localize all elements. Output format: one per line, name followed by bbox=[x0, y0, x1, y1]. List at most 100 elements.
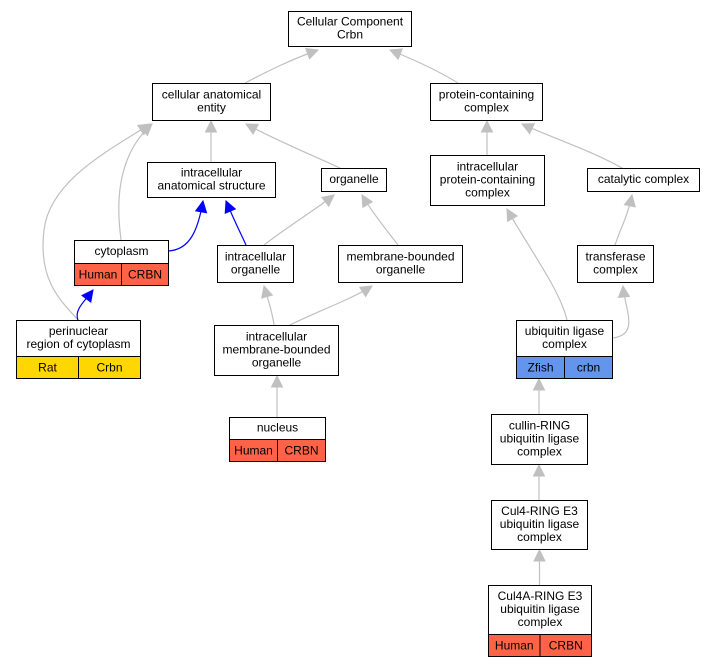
annotation-tag-label: Human bbox=[234, 444, 273, 458]
node-box[interactable] bbox=[488, 585, 592, 635]
edge-organelle-to-cellular_anatomical_entity bbox=[245, 123, 341, 169]
node-label-line: catalytic complex bbox=[598, 172, 689, 186]
annotation-tag-label: Zfish bbox=[527, 361, 553, 375]
annotation-tag-label: Human bbox=[495, 639, 534, 653]
annotation-tag[interactable] bbox=[539, 634, 592, 657]
edge-intracellular_protein_containing_complex-to-protein_containing_complex bbox=[480, 119, 494, 155]
edge-ubiquitin_ligase_complex-to-intracellular_protein_containing_complex bbox=[506, 208, 568, 321]
node-label-line: organelle bbox=[376, 263, 426, 277]
node-label-line: complex bbox=[517, 445, 562, 459]
annotation-tag[interactable] bbox=[564, 356, 613, 379]
annotation-tag[interactable] bbox=[78, 356, 141, 379]
annotation-tag-label: Crbn bbox=[96, 361, 122, 375]
node-label-line: complex bbox=[517, 530, 562, 544]
node-label-line: organelle bbox=[252, 356, 302, 370]
node-label-line: anatomical structure bbox=[157, 179, 265, 193]
node-box[interactable] bbox=[217, 245, 294, 283]
node-label-line: membrane-bounded bbox=[346, 250, 454, 264]
node-label-line: protein-containing bbox=[440, 173, 535, 187]
edge-protein_containing_complex-to-root bbox=[388, 48, 459, 84]
node-box[interactable] bbox=[587, 168, 700, 192]
node-label-line: region of cytoplasm bbox=[26, 337, 130, 351]
annotation-tag[interactable] bbox=[277, 439, 326, 462]
node-box[interactable] bbox=[214, 325, 339, 376]
node-box[interactable] bbox=[147, 162, 276, 198]
edge-perinuclear_region-to-cellular_anatomical_entity bbox=[42, 123, 151, 321]
node-box[interactable] bbox=[430, 83, 543, 121]
annotation-tag-label: Human bbox=[79, 268, 118, 282]
node-label-line: Cul4A-RING E3 bbox=[498, 589, 583, 603]
edge-intracellular_membrane_bounded_organelle-to-intracellular_organelle bbox=[261, 284, 275, 326]
node-box[interactable] bbox=[491, 500, 588, 550]
node-label-line: intracellular bbox=[225, 250, 286, 264]
edge-cytoplasm-to-intracellular_anatomical_structure bbox=[167, 199, 208, 252]
node-label-line: Cellular Component bbox=[297, 15, 404, 29]
annotation-tag-label: CRBN bbox=[284, 444, 318, 458]
annotation-tag[interactable] bbox=[121, 263, 169, 286]
edge-intracellular_organelle-to-intracellular_anatomical_structure bbox=[224, 199, 247, 246]
node-label-line: membrane-bounded bbox=[222, 343, 330, 357]
edge-cellular_anatomical_entity-to-root bbox=[244, 47, 320, 84]
node-box[interactable] bbox=[430, 155, 545, 206]
annotation-tag-label: crbn bbox=[577, 361, 600, 375]
node-box[interactable] bbox=[321, 168, 387, 192]
node-box[interactable] bbox=[577, 245, 654, 283]
node-box[interactable] bbox=[152, 83, 271, 121]
edge-intracellular_organelle-to-organelle bbox=[263, 194, 335, 246]
annotation-tag-label: CRBN bbox=[549, 639, 583, 653]
edge-membrane_bounded_organelle-to-organelle bbox=[361, 194, 399, 246]
edge-transferase_complex-to-catalytic_complex bbox=[614, 193, 636, 246]
node-label-line: complex bbox=[465, 186, 510, 200]
annotation-tag-label: CRBN bbox=[128, 268, 162, 282]
node-label-line: cullin-RING bbox=[509, 419, 570, 433]
node-label-line: complex bbox=[542, 337, 587, 351]
edge-cullin_ring-to-ubiquitin_ligase_complex bbox=[532, 377, 546, 414]
edge-intracellular_membrane_bounded_organelle-to-membrane_bounded_organelle bbox=[289, 285, 373, 326]
node-organelle[interactable]: organelle bbox=[321, 168, 387, 192]
node-label-line: complex bbox=[518, 615, 563, 629]
node-label-line: protein-containing bbox=[439, 88, 534, 102]
node-label-line: transferase bbox=[585, 250, 645, 264]
node-box[interactable] bbox=[491, 414, 588, 465]
edge-intracellular_anatomical_structure-to-cellular_anatomical_entity bbox=[204, 119, 218, 162]
edges-layer bbox=[42, 47, 636, 585]
node-label-line: Crbn bbox=[337, 28, 363, 42]
node-label-line: Cul4-RING E3 bbox=[501, 504, 578, 518]
node-label-line: complex bbox=[464, 101, 509, 115]
node-box[interactable] bbox=[16, 320, 141, 357]
edge-cul4_ring-to-cullin_ring bbox=[532, 463, 546, 500]
node-box[interactable] bbox=[516, 320, 613, 357]
node-label-line: cytoplasm bbox=[94, 244, 148, 258]
node-catalytic-complex[interactable]: catalytic complex bbox=[587, 168, 700, 192]
node-box[interactable] bbox=[288, 11, 412, 47]
node-box[interactable] bbox=[338, 245, 463, 283]
node-label-line: ubiquitin ligase bbox=[525, 324, 605, 338]
annotation-tag-label: Rat bbox=[38, 361, 57, 375]
node-label-line: ubiquitin ligase bbox=[500, 432, 580, 446]
node-label-line: intracellular bbox=[246, 330, 307, 344]
node-label-line: complex bbox=[593, 263, 638, 277]
node-label-line: perinuclear bbox=[49, 324, 108, 338]
node-label-line: intracellular bbox=[457, 160, 518, 174]
edge-perinuclear_region-to-cytoplasm bbox=[76, 289, 94, 321]
node-label-line: organelle bbox=[231, 263, 281, 277]
node-label-line: intracellular bbox=[181, 166, 242, 180]
